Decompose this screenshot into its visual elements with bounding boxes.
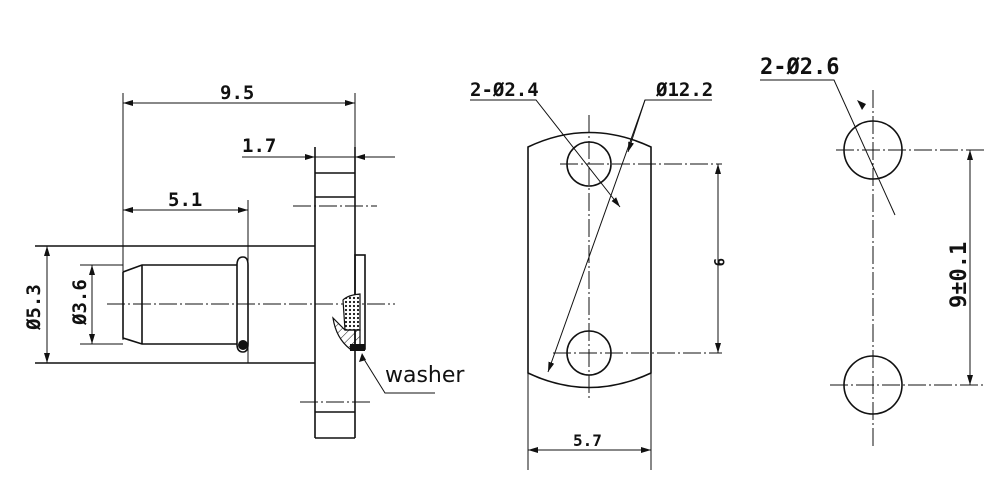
dimension-inner-diameter: Ø3.6 bbox=[69, 279, 91, 326]
dimension-flange-thickness: 1.7 bbox=[242, 135, 276, 157]
dimension-outer-diameter: Ø5.3 bbox=[23, 284, 45, 331]
flange-view: 9 5.7 2-Ø2.4 Ø12.2 bbox=[470, 79, 726, 470]
hole-callout-2.6: 2-Ø2.6 bbox=[760, 55, 839, 80]
dimension-width: 5.7 bbox=[573, 431, 602, 450]
dimension-body-length: 5.1 bbox=[168, 189, 202, 211]
panel-cutout-view: 9±0.1 2-Ø2.6 bbox=[760, 55, 985, 446]
dimension-hole-spacing: 9 bbox=[710, 258, 726, 266]
side-view: 9.5 1.7 5.1 Ø5.3 Ø3.6 bbox=[23, 82, 465, 439]
flange-diameter-callout: Ø12.2 bbox=[655, 79, 713, 101]
hole-callout-2.4: 2-Ø2.4 bbox=[470, 79, 539, 101]
dimension-cutout-spacing: 9±0.1 bbox=[947, 242, 972, 308]
dimension-overall-length: 9.5 bbox=[220, 82, 254, 104]
washer-label: washer bbox=[385, 363, 465, 388]
